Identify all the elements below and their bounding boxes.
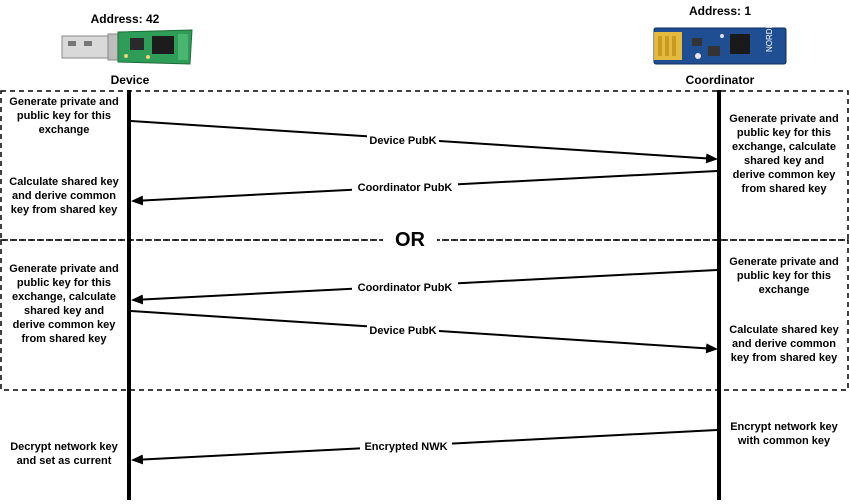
label-coordinator-pubk-2: Coordinator PubK: [358, 282, 453, 294]
label-encrypted-nwk: Encrypted NWK: [364, 441, 447, 453]
coordinator-label: Coordinator: [685, 73, 755, 87]
label-device-pubk-2: Device PubK: [369, 325, 436, 337]
device-note-generate-and-calculate: Generate private and public key for this…: [9, 263, 119, 345]
device-address: Address: 42: [90, 12, 160, 26]
device-label: Device: [110, 73, 150, 87]
or-separator: OR: [383, 229, 437, 252]
label-coordinator-pubk-1: Coordinator PubK: [358, 182, 453, 194]
device-note-calculate-shared: Calculate shared key and derive common k…: [9, 176, 119, 216]
coordinator-address: Address: 1: [688, 4, 752, 18]
coordinator-board-text: NORDIC: [765, 22, 774, 52]
device-note-decrypt-nwk: Decrypt network key and set as current: [10, 441, 118, 467]
label-device-pubk-1: Device PubK: [369, 135, 436, 147]
coordinator-note-encrypt-nwk: Encrypt network key with common key: [730, 421, 838, 447]
coordinator-note-generate-keys: Generate private and public key for this…: [729, 256, 839, 296]
coordinator-note-generate-and-calculate: Generate private and public key for this…: [729, 113, 839, 195]
device-dongle-image: [61, 29, 193, 65]
coordinator-dongle-image: NORDIC: [653, 22, 787, 65]
device-note-generate-keys: Generate private and public key for this…: [9, 96, 119, 136]
section-box-1: [0, 90, 849, 241]
coordinator-note-calculate-shared: Calculate shared key and derive common k…: [729, 324, 839, 364]
